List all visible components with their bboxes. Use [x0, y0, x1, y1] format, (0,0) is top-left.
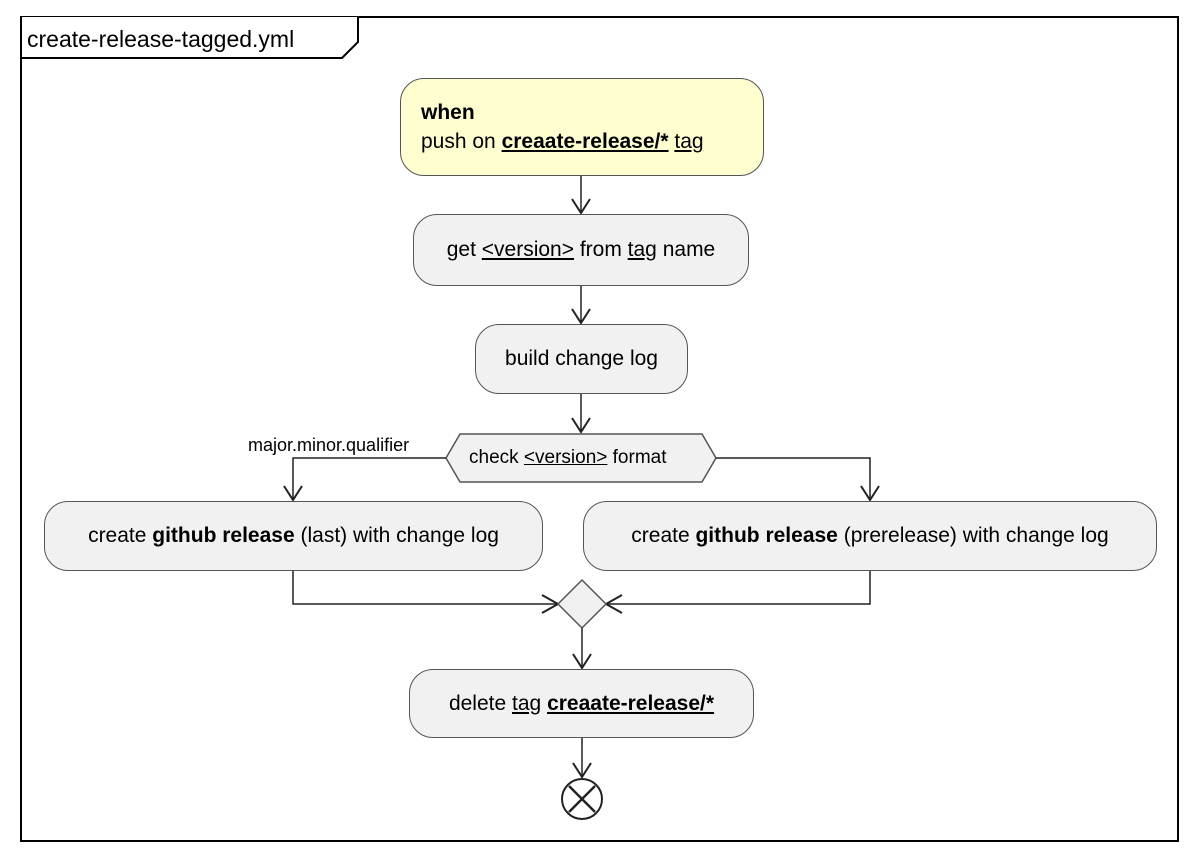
arrowhead-9	[572, 762, 592, 779]
step-release-last: create github release (last) with change…	[44, 501, 543, 571]
release-last-prefix: create	[88, 524, 153, 547]
step-version-var: <version>	[481, 238, 574, 261]
branch-right	[716, 457, 871, 500]
trigger-keyword: when	[421, 101, 475, 124]
branch-left	[292, 457, 446, 500]
decision-label: check <version> format	[469, 446, 667, 470]
decision-prefix: check	[469, 447, 524, 468]
trigger-prefix: push on	[421, 130, 502, 153]
delete-pattern: creaate-release/*	[547, 691, 715, 715]
release-pre-prefix: create	[631, 524, 696, 547]
branch-label: major.minor.qualifier	[248, 435, 410, 455]
release-last-bold: github release	[152, 524, 295, 547]
trigger-suffix: tag	[674, 130, 704, 153]
frame-tab	[20, 17, 359, 59]
arrowhead-5	[860, 485, 880, 502]
arrowhead-4	[283, 485, 303, 502]
merge-left	[292, 571, 558, 605]
step-build-changelog: build change log	[475, 324, 688, 394]
merge-right	[606, 571, 871, 605]
decision-suffix: format	[607, 447, 667, 468]
diagram-frame	[20, 16, 1179, 842]
arrowhead-1	[571, 198, 591, 215]
release-pre-bold: github release	[695, 524, 838, 547]
step-version-middle: from	[574, 238, 628, 261]
step-changelog-label: build change log	[505, 347, 658, 370]
arrowhead-2	[571, 308, 591, 325]
arrowhead-3	[571, 417, 591, 434]
delete-prefix: delete	[448, 691, 513, 715]
trigger-text: push on creaate-release/* tag	[421, 127, 704, 156]
arrowhead-8	[572, 653, 592, 670]
delete-tag: tag	[512, 691, 542, 715]
step-delete-tag: delete tag creaate-release/*	[409, 669, 754, 738]
step-release-prerelease: create github release (prerelease) with …	[583, 501, 1157, 571]
end-node-icon	[561, 778, 603, 820]
trigger-node: when push on creaate-release/* tag	[400, 78, 764, 176]
step-version-tag: tag	[627, 238, 657, 261]
merge-diamond	[556, 578, 608, 630]
decision-var: <version>	[523, 447, 608, 468]
release-pre-suffix: (prerelease) with change log	[837, 524, 1109, 547]
step-version-suffix: name	[656, 238, 716, 261]
frame-title: create-release-tagged.yml	[27, 26, 295, 52]
trigger-tag-pattern: creaate-release/*	[501, 130, 669, 153]
release-last-suffix: (last) with change log	[294, 524, 499, 547]
step-get-version: get <version> from tag name	[413, 214, 749, 286]
step-version-prefix: get	[446, 238, 482, 261]
